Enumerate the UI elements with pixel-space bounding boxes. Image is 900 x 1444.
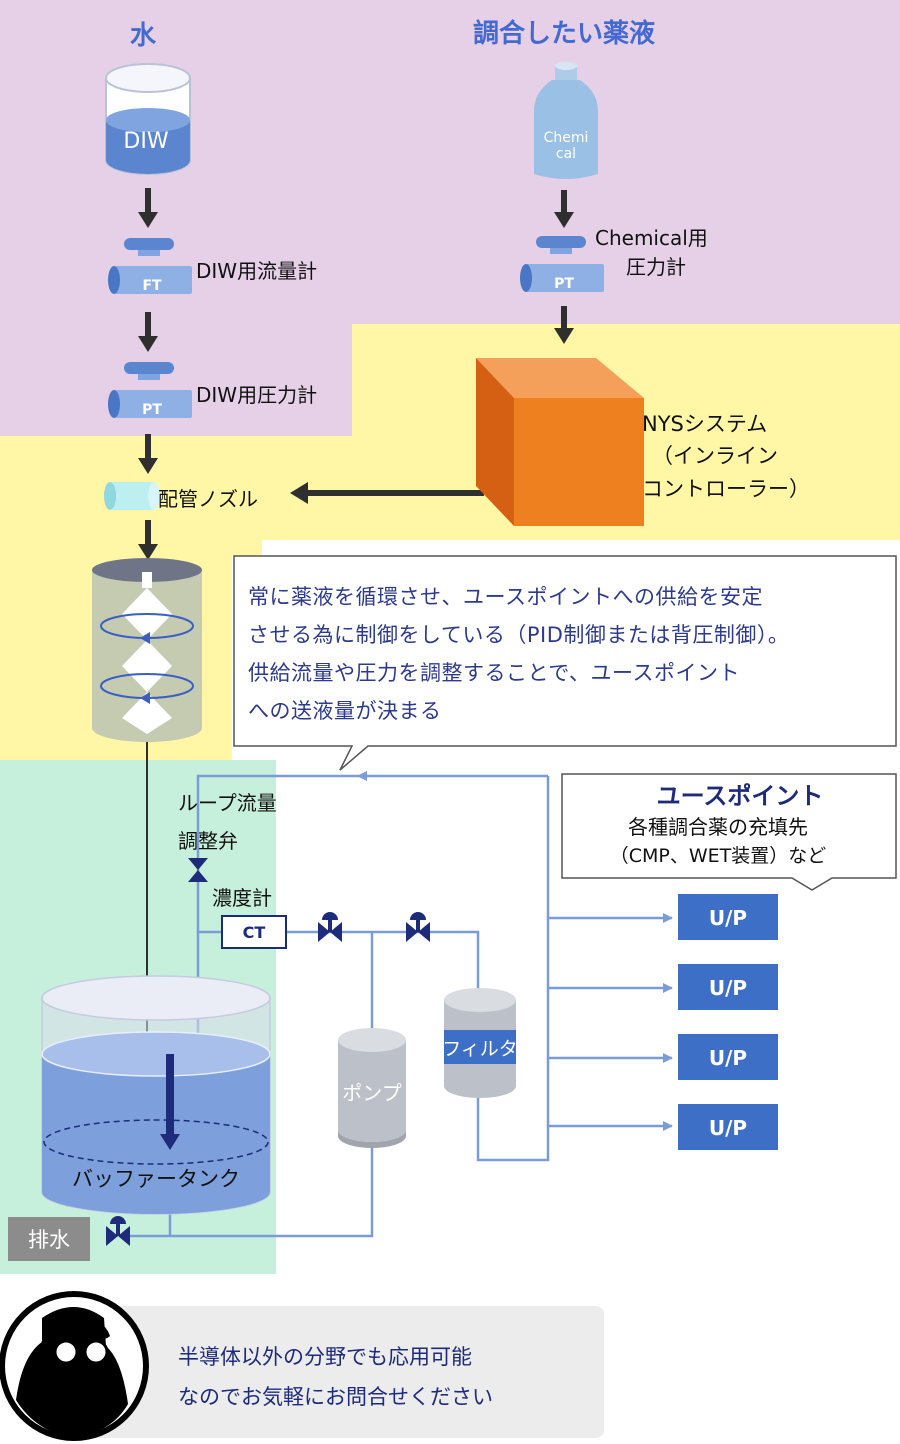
flow-arrows (138, 188, 574, 560)
nozzle-icon (104, 482, 160, 510)
pump-label: ポンプ (342, 1081, 401, 1105)
use-point-desc-1: 各種調合薬の充填先 (628, 815, 808, 839)
use-point-callout (561, 773, 897, 891)
pt-label-diw: PT (142, 402, 162, 418)
flow-meter-icon (108, 238, 192, 294)
use-point-box[interactable] (678, 964, 778, 1010)
use-point-label: U/P (709, 1046, 747, 1070)
use-point-box[interactable] (678, 894, 778, 940)
diw-pressure-meter-icon (108, 362, 192, 418)
ft-label: FT (142, 278, 162, 294)
diw-flow-meter-label: DIW用流量計 (196, 259, 317, 283)
zone-purple (0, 0, 900, 436)
person-avatar-icon (0, 1291, 149, 1441)
loop-valve-label-2: 調整弁 (178, 829, 238, 853)
use-point-desc-2: （CMP、WET装置）など (610, 845, 827, 867)
water-title: 水 (130, 21, 157, 51)
chemical-pressure-meter-label-1: Chemical用 (595, 226, 708, 250)
control-note-line-2: させる為に制御をしている（PID制御または背圧制御）。 (248, 623, 790, 647)
pt-label-chemical: PT (554, 276, 574, 292)
use-point-box[interactable] (678, 1104, 778, 1150)
diw-tank-icon (105, 63, 191, 175)
drain-valve-icon[interactable] (106, 1216, 130, 1246)
control-note-text: 常に薬液を循環させ、ユースポイントへの供給を安定 させる為に制御をしている（PI… (234, 556, 897, 746)
drain-box (8, 1217, 90, 1261)
ct-box (221, 915, 287, 949)
drain-label: 排水 (28, 1228, 70, 1252)
control-note-callout (233, 555, 897, 771)
filter-label: フィルタ (442, 1038, 518, 1060)
control-note-line-3: 供給流量や圧力を調整することで、ユースポイント (248, 661, 740, 685)
chemical-bottle-label-2: cal (556, 146, 576, 162)
ct-label: CT (243, 923, 266, 942)
filter-icon (444, 988, 516, 1098)
loop-flow-valve-icon[interactable] (188, 858, 208, 882)
contact-line-1: 半導体以外の分野でも応用可能 (178, 1345, 472, 1369)
zone-yellow (0, 324, 900, 760)
control-note-line-4: への送液量が決まる (248, 699, 442, 723)
buffer-tank-label: バッファータンク (72, 1167, 240, 1191)
chemical-title: 調合したい薬液 (473, 18, 655, 49)
use-point-label: U/P (709, 906, 747, 930)
contact-line-2: なのでお気軽にお問合せください (178, 1385, 493, 1409)
nozzle-label: 配管ノズル (158, 487, 258, 511)
use-point-label: U/P (709, 1116, 747, 1140)
contact-banner (56, 1306, 604, 1438)
diw-pressure-meter-label: DIW用圧力計 (196, 383, 317, 407)
pump-icon (338, 1028, 406, 1148)
use-point-title: ユースポイント (657, 782, 824, 810)
conc-meter-label: 濃度計 (212, 886, 272, 910)
chemical-pressure-meter-icon (520, 236, 604, 292)
nys-label-3: コントローラー） (642, 477, 810, 501)
buffer-tank-icon (41, 975, 271, 1215)
use-point-label: U/P (709, 976, 747, 1000)
control-valve-icon[interactable] (318, 912, 342, 942)
use-point-box[interactable] (678, 1034, 778, 1080)
nys-system-cube-icon (476, 358, 644, 526)
circulation-pipes (120, 771, 673, 1238)
static-mixer-icon (92, 558, 202, 742)
nys-label-1: NYSシステム (642, 412, 767, 436)
control-valve-icon[interactable] (406, 912, 430, 942)
loop-valve-label-1: ループ流量 (178, 791, 277, 815)
chemical-bottle-label-1: Chemi (544, 130, 589, 146)
chemical-bottle-icon (533, 62, 599, 179)
diw-label: DIW (123, 129, 168, 154)
chemical-pressure-meter-label-2: 圧力計 (626, 255, 686, 279)
control-note-line-1: 常に薬液を循環させ、ユースポイントへの供給を安定 (248, 585, 763, 609)
nys-label-2: （インライン (652, 444, 778, 468)
